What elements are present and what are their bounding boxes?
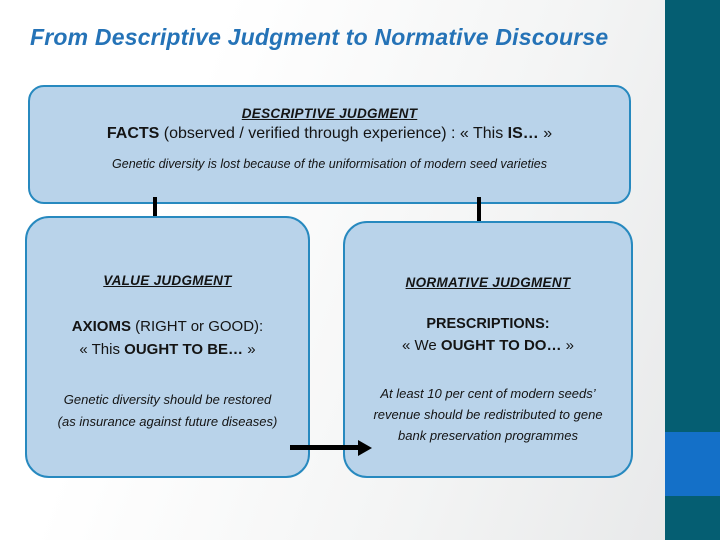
ought-to-be-line: « This OUGHT TO BE… » (79, 341, 256, 358)
sidebar-accent-rectangle (665, 432, 720, 496)
normative-heading: NORMATIVE JUDGMENT (405, 275, 571, 290)
value-judgment-box: VALUE JUDGMENT AXIOMS (RIGHT or GOOD): «… (25, 216, 310, 478)
arrow-head-icon (358, 440, 372, 456)
slide-title: From Descriptive Judgment to Normative D… (30, 24, 609, 50)
ought-to-do-line: « We OUGHT TO DO… » (402, 337, 574, 354)
axioms-line: AXIOMS (RIGHT or GOOD): (71, 318, 264, 335)
axioms-word: AXIOMS (71, 318, 131, 335)
descriptive-example: Genetic diversity is lost because of the… (112, 157, 547, 171)
value-example: Genetic diversity should be restored (as… (57, 392, 278, 429)
prescriptions-word: PRESCRIPTIONS (426, 316, 545, 332)
facts-word: FACTS (106, 125, 160, 142)
facts-line: FACTS (observed / verified through exper… (106, 125, 553, 142)
descriptive-judgment-box: DESCRIPTIVE JUDGMENT FACTS (observed / v… (28, 85, 631, 204)
normative-judgment-box: NORMATIVE JUDGMENT PRESCRIPTIONS: « We O… (343, 221, 633, 478)
arrow-shaft (477, 197, 481, 237)
normative-example: At least 10 per cent of modern seeds’ re… (373, 386, 603, 443)
arrow-shaft (290, 445, 358, 450)
prescriptions-line: PRESCRIPTIONS: (426, 316, 550, 332)
descriptive-heading: DESCRIPTIVE JUDGMENT (241, 106, 418, 121)
value-heading: VALUE JUDGMENT (103, 273, 232, 288)
sidebar-teal-bar (665, 0, 720, 540)
